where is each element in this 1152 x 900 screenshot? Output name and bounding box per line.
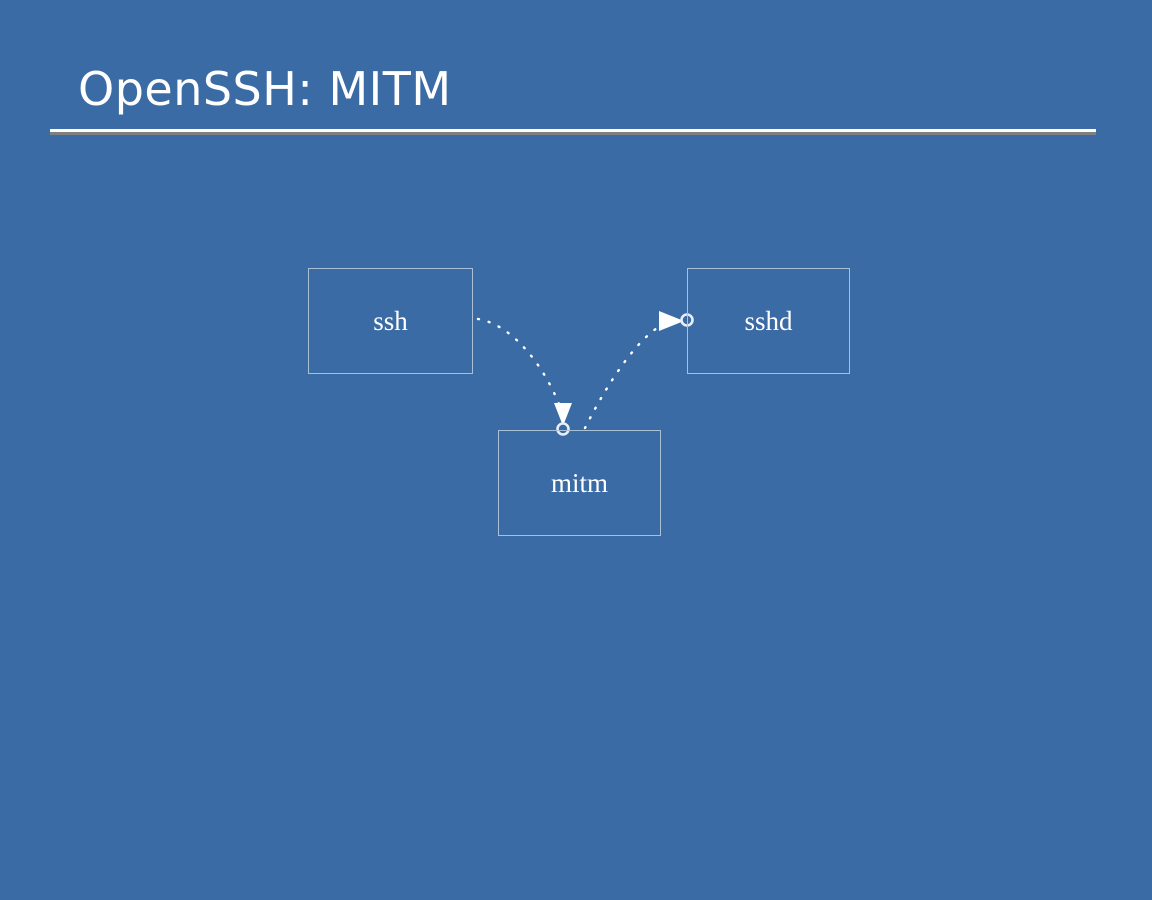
title-divider: [50, 129, 1096, 135]
edge-ssh-to-mitm-arrowhead: [554, 403, 572, 426]
node-ssh-label: ssh: [373, 306, 408, 336]
edge-mitm-to-sshd-arrowhead: [659, 311, 684, 331]
edge-ssh-to-mitm-line: [476, 317, 564, 414]
node-mitm[interactable]: mitm: [498, 430, 661, 536]
node-mitm-label: mitm: [550, 468, 608, 498]
node-ssh[interactable]: ssh: [308, 268, 473, 374]
title-divider-highlight: [50, 129, 1096, 132]
title-divider-shadow: [50, 132, 1096, 135]
node-sshd-label: sshd: [744, 306, 793, 336]
edge-ssh-to-mitm-endpoint-ring: [556, 422, 570, 436]
node-sshd[interactable]: sshd: [687, 268, 850, 374]
page-title: OpenSSH: MITM: [78, 62, 452, 116]
edge-mitm-to-sshd-line: [583, 324, 662, 430]
